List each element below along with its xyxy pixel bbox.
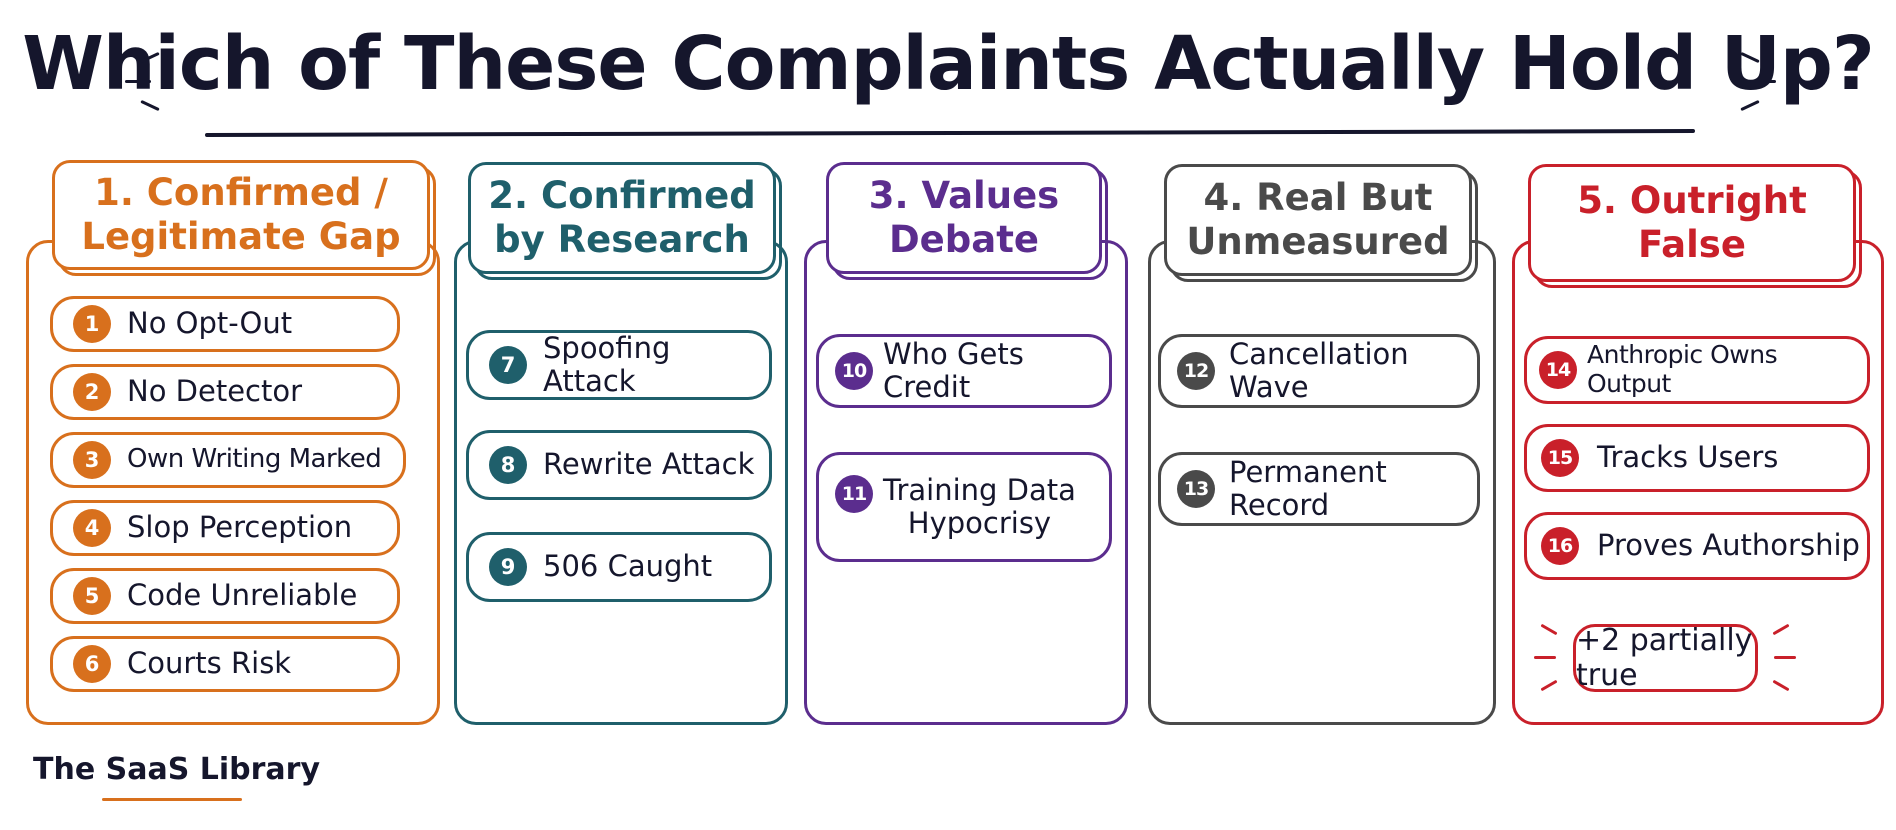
item-number-badge: 3 xyxy=(73,441,111,479)
category-header-label-3: 3. Values Debate xyxy=(868,173,1060,261)
item-number-badge: 15 xyxy=(1541,439,1579,477)
item-label: Cancellation Wave xyxy=(1229,336,1409,404)
page-title: Which of These Complaints Actually Hold … xyxy=(22,21,1875,107)
item-label: Permanent Record xyxy=(1229,454,1387,522)
item-label: Training Data Hypocrisy xyxy=(883,472,1076,540)
item-number-badge: 8 xyxy=(489,446,527,484)
complaint-item-9: 9 506 Caught xyxy=(466,532,772,602)
title-accent-right-2 xyxy=(1750,80,1776,83)
category-header-2: 2. Confirmed by Research xyxy=(468,162,776,274)
item-label: 506 Caught xyxy=(543,549,713,584)
item-label: Own Writing Marked xyxy=(127,444,382,475)
complaint-item-14: 14 Anthropic Owns Output xyxy=(1524,336,1870,404)
complaint-item-3: 3 Own Writing Marked xyxy=(50,432,406,488)
item-number-badge: 5 xyxy=(73,577,111,615)
category-header-5: 5. Outright False xyxy=(1528,164,1856,282)
complaint-item-2: 2 No Detector xyxy=(50,364,400,420)
category-header-1: 1. Confirmed / Legitimate Gap xyxy=(52,160,430,270)
title-accent-left-2 xyxy=(125,80,151,83)
complaint-item-4: 4 Slop Perception xyxy=(50,500,400,556)
complaint-item-11: 11 Training Data Hypocrisy xyxy=(816,452,1112,562)
complaint-item-7: 7 Spoofing Attack xyxy=(466,330,772,400)
complaint-item-10: 10 Who Gets Credit xyxy=(816,334,1112,408)
complaint-item-13: 13 Permanent Record xyxy=(1158,452,1480,526)
note-accent-right-2 xyxy=(1774,656,1796,659)
complaint-item-16: 16 Proves Authorship xyxy=(1524,512,1870,580)
brand-logo: The SaaS Library xyxy=(33,752,321,787)
complaint-item-1: 1 No Opt-Out xyxy=(50,296,400,352)
category-header-label-1: 1. Confirmed / Legitimate Gap xyxy=(81,170,401,258)
item-label: No Opt-Out xyxy=(127,306,293,341)
item-number-badge: 9 xyxy=(489,548,527,586)
category-header-label-5: 5. Outright False xyxy=(1577,178,1807,266)
item-number-badge: 2 xyxy=(73,373,111,411)
item-label: Anthropic Owns Output xyxy=(1587,340,1778,398)
note-accent-left-2 xyxy=(1534,656,1556,659)
complaint-item-6: 6 Courts Risk xyxy=(50,636,400,692)
title-underline xyxy=(204,129,1696,137)
item-number-badge: 6 xyxy=(73,645,111,683)
complaint-item-5: 5 Code Unreliable xyxy=(50,568,400,624)
title-area: Which of These Complaints Actually Hold … xyxy=(0,21,1896,107)
item-label: Spoofing Attack xyxy=(543,330,671,398)
item-label: Slop Perception xyxy=(127,510,353,545)
category-header-4: 4. Real But Unmeasured xyxy=(1164,164,1472,276)
item-label: Tracks Users xyxy=(1597,440,1779,475)
item-label: Courts Risk xyxy=(127,646,292,681)
complaint-item-12: 12 Cancellation Wave xyxy=(1158,334,1480,408)
item-number-badge: 1 xyxy=(73,305,111,343)
category-header-label-2: 2. Confirmed by Research xyxy=(488,173,756,261)
item-label: No Detector xyxy=(127,374,303,409)
item-number-badge: 14 xyxy=(1539,351,1577,389)
item-number-badge: 7 xyxy=(489,346,527,384)
complaint-item-15: 15 Tracks Users xyxy=(1524,424,1870,492)
item-number-badge: 11 xyxy=(835,475,873,513)
item-label: Proves Authorship xyxy=(1597,528,1860,563)
item-number-badge: 16 xyxy=(1541,527,1579,565)
item-number-badge: 10 xyxy=(835,352,873,390)
item-number-badge: 4 xyxy=(73,509,111,547)
item-label: Who Gets Credit xyxy=(883,336,1024,404)
complaint-item-8: 8 Rewrite Attack xyxy=(466,430,772,500)
brand-underline xyxy=(102,798,242,801)
category-header-label-4: 4. Real But Unmeasured xyxy=(1186,175,1450,263)
item-label: Code Unreliable xyxy=(127,578,358,613)
item-number-badge: 13 xyxy=(1177,470,1215,508)
item-number-badge: 12 xyxy=(1177,352,1215,390)
item-label: Rewrite Attack xyxy=(543,447,755,482)
partially-true-note: +2 partially true xyxy=(1573,623,1758,693)
category-header-3: 3. Values Debate xyxy=(826,162,1102,274)
